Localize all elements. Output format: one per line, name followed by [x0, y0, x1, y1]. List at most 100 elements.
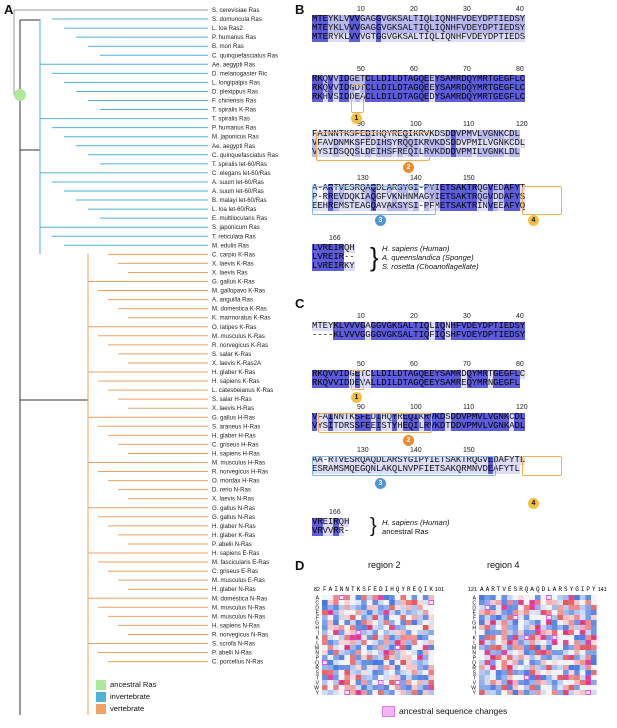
- heatmap-cell: [540, 660, 547, 665]
- heatmap-cell: [591, 630, 597, 635]
- heatmap-cell: [495, 680, 502, 685]
- heatmap-cell: [574, 660, 580, 665]
- heatmap-cell: [327, 665, 334, 670]
- heatmap-cell: [394, 625, 401, 630]
- heatmap-cell: [484, 650, 491, 655]
- heatmap-column-label: R: [519, 586, 523, 593]
- heatmap-cell: [383, 675, 390, 680]
- heatmap-cell: [490, 635, 496, 640]
- heatmap-cell: [322, 595, 328, 600]
- heatmap-cell: [389, 630, 395, 635]
- heatmap-cell: [507, 650, 513, 655]
- ancestral-change-marker: [394, 645, 401, 650]
- alignment-row: VYSITDRSSFEEISTYHEQILRVKDTDDVPMVLVGNKADL: [312, 421, 526, 431]
- heatmap-cell: [568, 635, 575, 640]
- heatmap-cell: [411, 605, 418, 610]
- region-4-box-b: [522, 186, 562, 215]
- alignment-position-number: 100: [410, 404, 422, 411]
- heatmap-row-label: L: [473, 640, 476, 646]
- heatmap-cell: [546, 620, 552, 625]
- heatmap-cell: [350, 680, 356, 685]
- tree-tip-label: X. laevis K-Ras2A: [212, 360, 262, 367]
- alignment-position-number: 150: [463, 447, 475, 454]
- heatmap-cell: [406, 645, 412, 650]
- heatmap-cell: [557, 690, 563, 695]
- heatmap-cell: [366, 600, 373, 605]
- tree-tip-label: D. melanogaster Ric: [212, 70, 267, 77]
- tree-tip-label: H. sapiens E-Ras: [212, 550, 259, 557]
- heatmap-row-label: F: [473, 615, 476, 621]
- heatmap-cell: [361, 685, 367, 690]
- heatmap-cell: [484, 645, 491, 650]
- heatmap-cell: [428, 645, 434, 650]
- heatmap-cell: [579, 665, 586, 670]
- heatmap-row-label: F: [316, 615, 319, 621]
- alignment-row: P-RREVDQKIAQGFVKNHNMAGYIETSAKTRQGVDDAFYS: [312, 192, 526, 202]
- heatmap-cell: [585, 600, 591, 605]
- heatmap-cell: [574, 680, 580, 685]
- heatmap-cell: [406, 650, 412, 655]
- heatmap-cell: [585, 690, 591, 695]
- heatmap-cell: [507, 670, 513, 675]
- heatmap-cell: [355, 655, 362, 660]
- ancestral-change-marker: [344, 690, 350, 695]
- heatmap-cell: [355, 615, 362, 620]
- heatmap-cell: [428, 655, 434, 660]
- heatmap-cell: [507, 600, 513, 605]
- heatmap-cell: [574, 690, 580, 695]
- heatmap-cell: [579, 625, 586, 630]
- ancestral-change-marker: [417, 655, 423, 660]
- heatmap-cell: [495, 620, 502, 625]
- heatmap-cell: [512, 690, 519, 695]
- heatmap-cell: [484, 610, 491, 615]
- heatmap-cell: [355, 640, 362, 645]
- heatmap-cell: [574, 635, 580, 640]
- ancestral-change-marker: [507, 640, 513, 645]
- heatmap-row-label: L: [316, 640, 319, 646]
- heatmap-cell: [495, 690, 502, 695]
- heatmap-cell: [322, 640, 328, 645]
- heatmap-cell: [366, 625, 373, 630]
- tree-tip-label: M. musculus N-Ras: [212, 604, 265, 611]
- heatmap-cell: [322, 675, 328, 680]
- tree-tip-label: H. glaber N-Ras: [212, 586, 256, 593]
- alignment-row: VRVVRR-: [312, 526, 350, 536]
- heatmap-column-label: R: [558, 586, 562, 593]
- heatmap-cell: [563, 685, 569, 690]
- heatmap-cell: [333, 610, 339, 615]
- heatmap-cell: [361, 605, 367, 610]
- heatmap-cell: [389, 595, 395, 600]
- heatmap-cell: [406, 680, 412, 685]
- heatmap-cell: [585, 610, 591, 615]
- heatmap-cell: [501, 660, 507, 665]
- heatmap-cell: [568, 595, 575, 600]
- heatmap-cell: [585, 675, 591, 680]
- ancestral-change-marker: [585, 680, 591, 685]
- tree-tip-label: P. humanus Ras: [212, 125, 256, 132]
- ancestral-change-marker: [355, 635, 362, 640]
- heatmap-cell: [411, 670, 418, 675]
- tree-tip-label: T. spiralis Ras: [212, 116, 250, 123]
- heatmap-cell: [350, 620, 356, 625]
- heatmap-cell: [383, 610, 390, 615]
- tree-tip-label: S. salar K-Ras: [212, 351, 251, 358]
- heatmap-cell: [400, 680, 406, 685]
- heatmap-cell: [383, 630, 390, 635]
- alignment-row: RKHVSIDDEACLLDILDTAGQEDYSAMRDQYMRTGEGFLC: [312, 92, 526, 102]
- heatmap-cell: [389, 685, 395, 690]
- heatmap-cell: [591, 625, 597, 630]
- ancestral-change-marker: [490, 665, 496, 670]
- heatmap-cell: [546, 645, 552, 650]
- heatmap-cell: [338, 650, 345, 655]
- heatmap-cell: [344, 665, 350, 670]
- heatmap-cell: [484, 680, 491, 685]
- heatmap-cell: [535, 650, 541, 655]
- heatmap-cell: [495, 625, 502, 630]
- heatmap-cell: [417, 620, 423, 625]
- heatmap-cell: [501, 655, 507, 660]
- heatmap-cell: [378, 655, 384, 660]
- heatmap-cell: [529, 680, 535, 685]
- heatmap-cell: [350, 675, 356, 680]
- alignment-row: RKQVVIDGETCLLDILDTAGQEEYSAMRDQYMRTGEGFLC: [312, 74, 526, 84]
- ancestral-change-marker: [355, 690, 362, 695]
